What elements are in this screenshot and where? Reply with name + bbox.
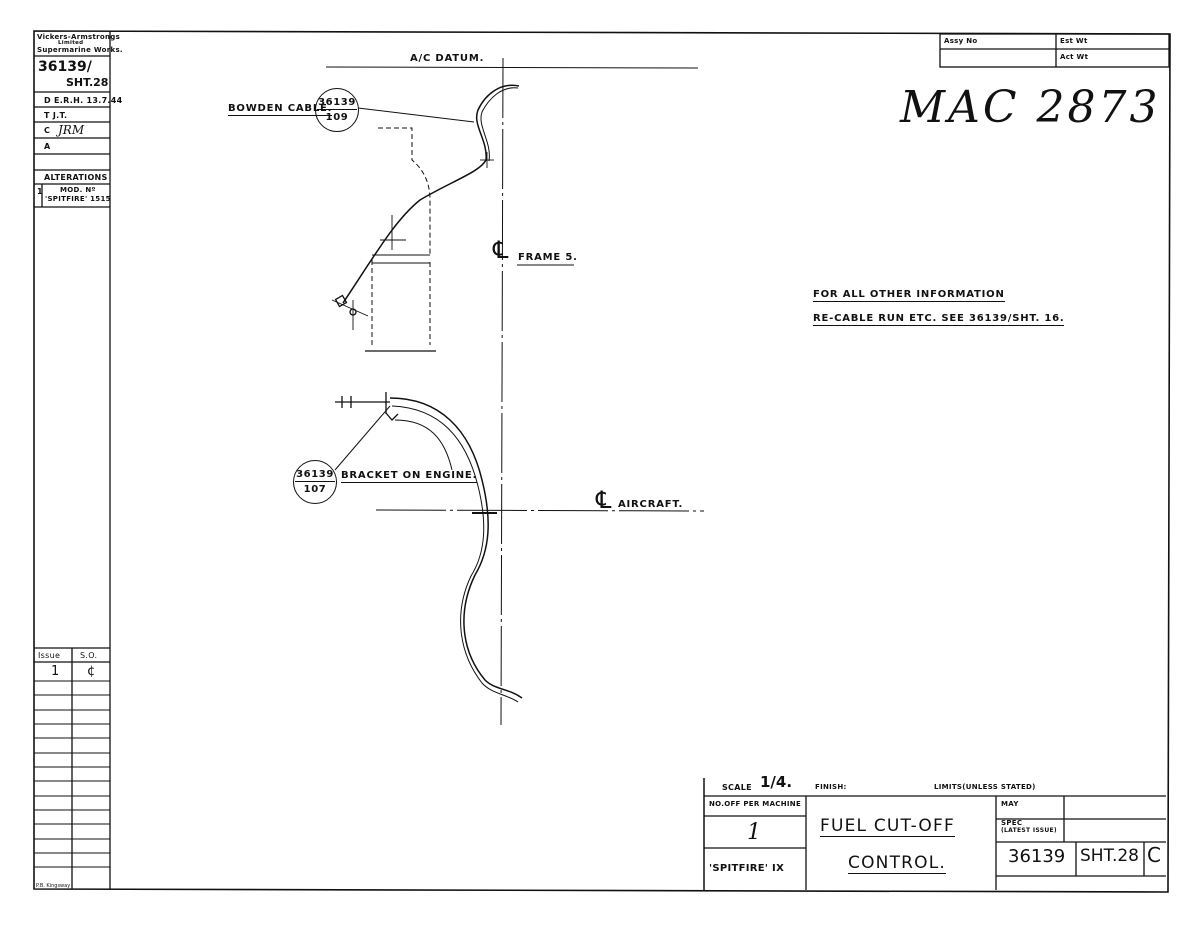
may-label: MAY bbox=[1001, 800, 1019, 808]
frame-5-label: FRAME 5. bbox=[518, 252, 578, 263]
company-limited: Limited bbox=[58, 40, 84, 46]
assy-no-label: Assy No bbox=[944, 37, 978, 45]
sidebar-sheet: SHT.28 bbox=[66, 76, 109, 89]
bracket-part-bubble: 36139 107 bbox=[293, 460, 337, 504]
est-wt-label: Est Wt bbox=[1060, 37, 1088, 45]
spec-sub-label: (LATEST ISSUE) bbox=[1001, 827, 1057, 834]
bowden-part-number: 36139 bbox=[318, 97, 356, 108]
handwritten-reference: MAC 2873 bbox=[900, 82, 1161, 133]
alteration-mod: MOD. Nº bbox=[60, 186, 96, 194]
drawing-title-line-2: CONTROL. bbox=[848, 853, 947, 874]
bracket-on-engine-label: BRACKET ON ENGINE. bbox=[341, 470, 478, 483]
datum-label: A/C DATUM. bbox=[410, 53, 485, 64]
issue-value: 1 bbox=[51, 664, 60, 679]
aircraft-centerline-label: AIRCRAFT. bbox=[618, 499, 684, 510]
no-off-value: 1 bbox=[747, 820, 761, 845]
note-line-1: FOR ALL OTHER INFORMATION bbox=[813, 289, 1005, 302]
checker-initials: JRM bbox=[58, 123, 85, 137]
alteration-number: 1 bbox=[37, 187, 43, 196]
alteration-text: 'SPITFIRE' 1515 bbox=[45, 195, 111, 203]
note-line-2: RE-CABLE RUN ETC. SEE 36139/SHT. 16. bbox=[813, 313, 1065, 326]
issue-letter: C bbox=[1147, 843, 1161, 867]
bowden-cable-label: BOWDEN CABLE. bbox=[228, 103, 333, 116]
scale-label: SCALE bbox=[722, 783, 752, 792]
company-name: Vickers-Armstrongs bbox=[37, 33, 121, 41]
bubble-divider bbox=[295, 481, 335, 482]
scale-value: 1/4. bbox=[760, 773, 793, 791]
issue-col-label: Issue bbox=[38, 651, 61, 660]
drawing-border bbox=[33, 30, 1171, 893]
bowden-part-bubble: 36139 109 bbox=[315, 88, 359, 132]
bracket-part-number: 36139 bbox=[296, 469, 334, 480]
bowden-cable-upper bbox=[342, 84, 520, 304]
drawing-title-line-1: FUEL CUT-OFF bbox=[820, 816, 955, 837]
cable-lower bbox=[389, 397, 523, 699]
so-value: ¢ bbox=[87, 664, 96, 679]
sidebar-d-row: D E.R.H. 13.7.44 bbox=[44, 96, 123, 105]
no-off-label: NO.OFF PER MACHINE bbox=[709, 800, 802, 808]
sidebar-drawing-no: 36139/ bbox=[38, 59, 92, 75]
bracket-item-number: 107 bbox=[303, 484, 327, 495]
sheet-number: SHT.28 bbox=[1080, 846, 1139, 866]
alterations-label: ALTERATIONS bbox=[44, 173, 108, 182]
frame-centerline-symbol: ℄ bbox=[493, 236, 509, 264]
aircraft-centerline-symbol: ℄ bbox=[596, 486, 612, 514]
printer-mark: P.B. Kingsway bbox=[36, 883, 71, 889]
limits-label: LIMITS(UNLESS STATED) bbox=[934, 783, 1036, 791]
finish-label: FINISH: bbox=[815, 783, 847, 791]
act-wt-label: Act Wt bbox=[1060, 53, 1089, 61]
sidebar-t-row: T J.T. bbox=[44, 111, 68, 120]
spec-label: SPEC bbox=[1001, 819, 1023, 827]
bowden-item-number: 109 bbox=[325, 112, 349, 123]
aircraft-type: 'SPITFIRE' IX bbox=[709, 863, 785, 874]
sidebar-c-row: C bbox=[44, 126, 51, 135]
company-works: Supermarine Works. bbox=[37, 46, 123, 54]
drawing-number: 36139 bbox=[1008, 846, 1066, 867]
sidebar-a-row: A bbox=[44, 142, 51, 151]
bubble-divider bbox=[317, 109, 357, 110]
so-col-label: S.O. bbox=[80, 651, 98, 660]
